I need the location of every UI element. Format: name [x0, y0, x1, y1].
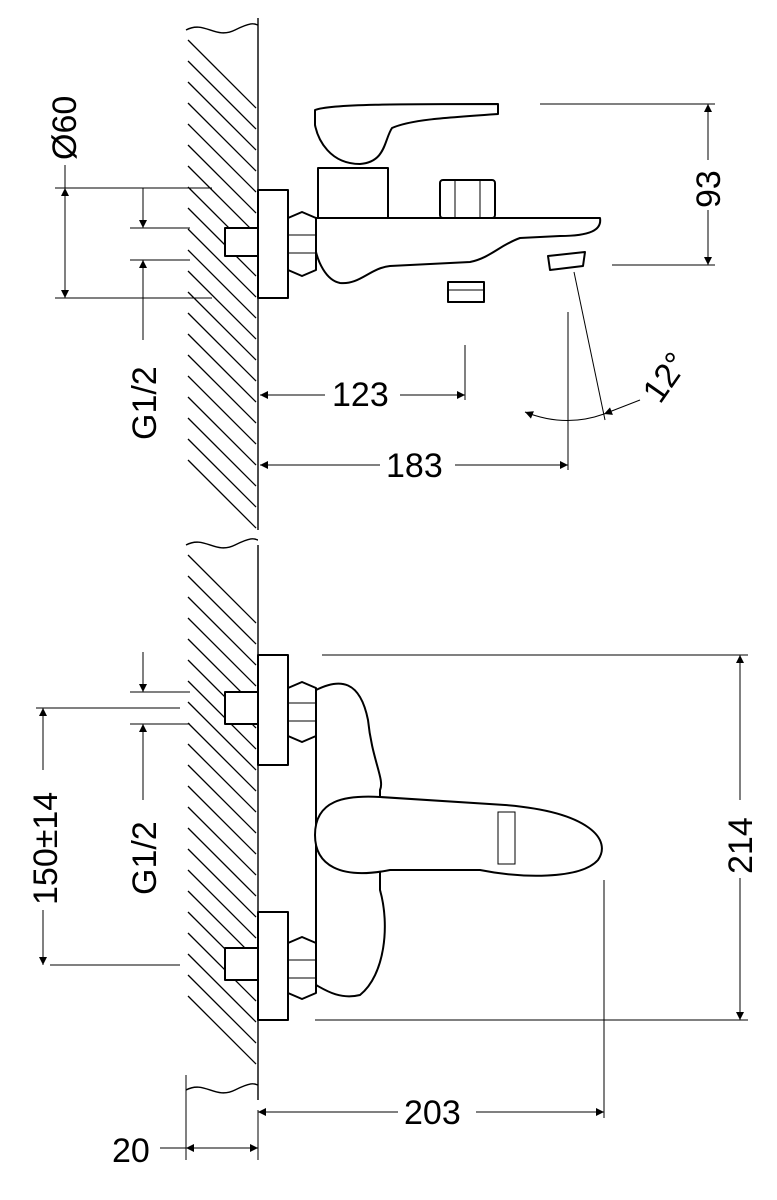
front-handle: [314, 795, 603, 877]
spout-reach-label: 123: [332, 376, 389, 414]
thread-label-front: G1/2: [126, 821, 164, 895]
wall-upper: [185, 18, 259, 549]
hatch-line: [187, 722, 257, 792]
hatch-line: [187, 869, 257, 939]
hex-nut-upper: [287, 681, 317, 743]
diverter-knob: [439, 179, 496, 219]
diameter-label: Ø60: [46, 96, 84, 160]
hex-nut: [287, 211, 317, 277]
dim-height-top: 93: [540, 103, 728, 266]
hatch-line: [187, 974, 257, 1044]
faucet-front-view: [224, 654, 603, 1021]
wall-offset-label: 20: [112, 1132, 150, 1170]
depth-label: 203: [404, 1094, 461, 1132]
hatch-line: [187, 417, 257, 487]
hatch-line: [187, 333, 257, 403]
dim-spacing: 150±14: [26, 707, 180, 966]
hatch-line: [187, 743, 257, 813]
hatch-line: [187, 575, 257, 645]
hatch-line: [187, 827, 257, 897]
escutcheon-lower: [257, 911, 289, 1021]
hatch-line: [187, 995, 257, 1065]
height-label-top: 93: [690, 170, 728, 208]
angle-label: 12°: [635, 346, 696, 410]
faucet-side-view: [224, 103, 602, 303]
dim-spout-reach: 123: [260, 345, 466, 414]
hatch-line: [187, 375, 257, 445]
wall-hatch-upper: [187, 39, 257, 529]
total-reach-label: 183: [386, 447, 443, 485]
hatch-line: [187, 270, 257, 340]
cartridge-column: [317, 167, 389, 219]
hatch-line: [187, 102, 257, 172]
aerator: [547, 251, 586, 271]
hatch-line: [187, 554, 257, 624]
dim-height-front: 214: [315, 654, 760, 1021]
dim-thread-top: G1/2: [126, 188, 190, 440]
dim-angle: 12°: [524, 271, 696, 421]
inlet-pipe-lower: [224, 947, 259, 981]
hatch-line: [187, 228, 257, 298]
height-label-front: 214: [722, 817, 760, 874]
dim-diameter: Ø60: [46, 96, 212, 299]
hatch-line: [187, 396, 257, 466]
hatch-line: [187, 459, 257, 529]
hatch-line: [187, 785, 257, 855]
hatch-line: [187, 617, 257, 687]
hatch-line: [187, 764, 257, 834]
escutcheon-plate: [257, 189, 289, 299]
hatch-line: [187, 438, 257, 508]
dim-thread-front: G1/2: [126, 652, 190, 895]
hatch-line: [187, 81, 257, 151]
hatch-line: [187, 144, 257, 214]
lever-handle: [314, 103, 499, 165]
hatch-line: [187, 249, 257, 319]
hatch-line: [187, 354, 257, 424]
wall-hatch-lower: [187, 554, 257, 1065]
hatch-line: [187, 848, 257, 918]
hatch-line: [187, 701, 257, 771]
hatch-line: [187, 207, 257, 277]
faucet-body: [315, 217, 602, 285]
inlet-pipe: [224, 227, 259, 257]
dim-depth: 203: [258, 880, 605, 1132]
inlet-pipe-upper: [224, 691, 259, 725]
hex-nut-lower: [287, 936, 317, 1000]
hatch-line: [187, 39, 257, 109]
hatch-line: [187, 953, 257, 1023]
dim-total-reach: 183: [260, 312, 569, 485]
escutcheon-upper: [257, 654, 289, 766]
wall-lower: [185, 545, 259, 1100]
thread-label-top: G1/2: [126, 366, 164, 440]
shower-outlet: [447, 281, 485, 303]
hatch-line: [187, 60, 257, 130]
hatch-line: [187, 932, 257, 1002]
hatch-line: [187, 291, 257, 361]
hatch-line: [187, 806, 257, 876]
hatch-line: [187, 312, 257, 382]
hatch-line: [187, 165, 257, 235]
dim-wall-offset: 20: [112, 1075, 259, 1170]
hatch-line: [187, 680, 257, 750]
hatch-line: [187, 596, 257, 666]
spacing-label: 150±14: [27, 792, 65, 905]
hatch-line: [187, 123, 257, 193]
